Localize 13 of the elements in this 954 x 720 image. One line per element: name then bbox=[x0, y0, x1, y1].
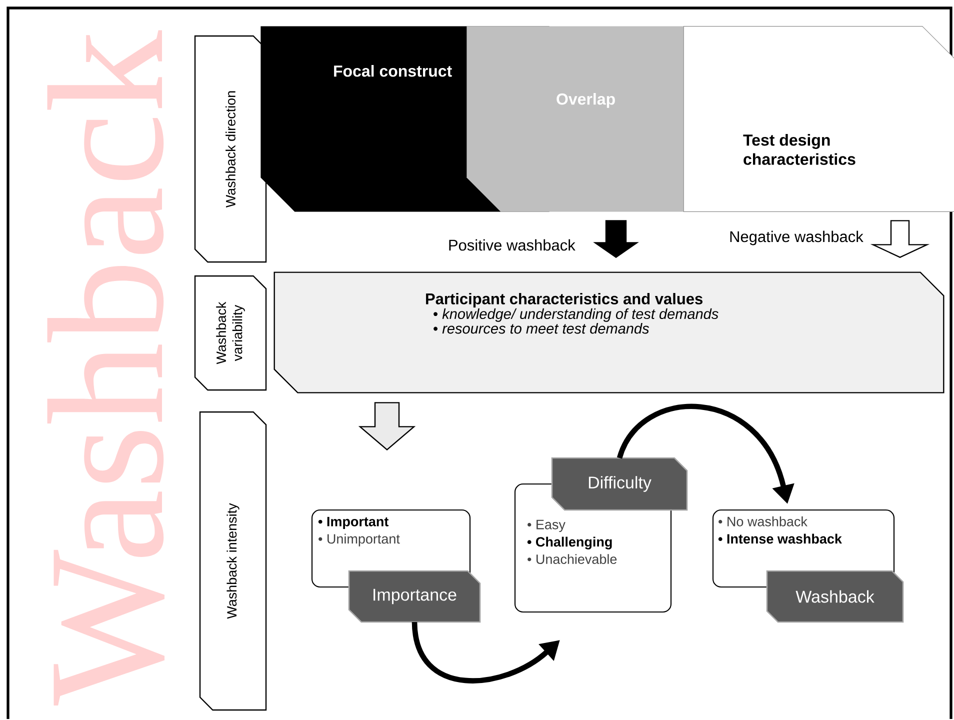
side-tab: Washback direction bbox=[194, 35, 267, 263]
label-tab: Importance bbox=[348, 570, 481, 623]
block-arrow bbox=[870, 220, 930, 258]
characteristics-panel: Participant characteristics and values • knowledge/ understanding of test demands • resources to meet test demands bbox=[274, 272, 944, 394]
edge-label: Negative washback bbox=[730, 230, 864, 246]
label-tab: Washback bbox=[766, 570, 904, 623]
design-block: Test design characteristics bbox=[683, 26, 954, 212]
block-arrow bbox=[593, 220, 639, 258]
edge-label: Positive washback bbox=[449, 239, 576, 251]
side-tab: Washback variability bbox=[194, 275, 267, 391]
label-tab: Difficulty bbox=[551, 457, 688, 511]
block-arrow bbox=[358, 402, 416, 450]
side-tab: Washback intensity bbox=[199, 411, 267, 711]
